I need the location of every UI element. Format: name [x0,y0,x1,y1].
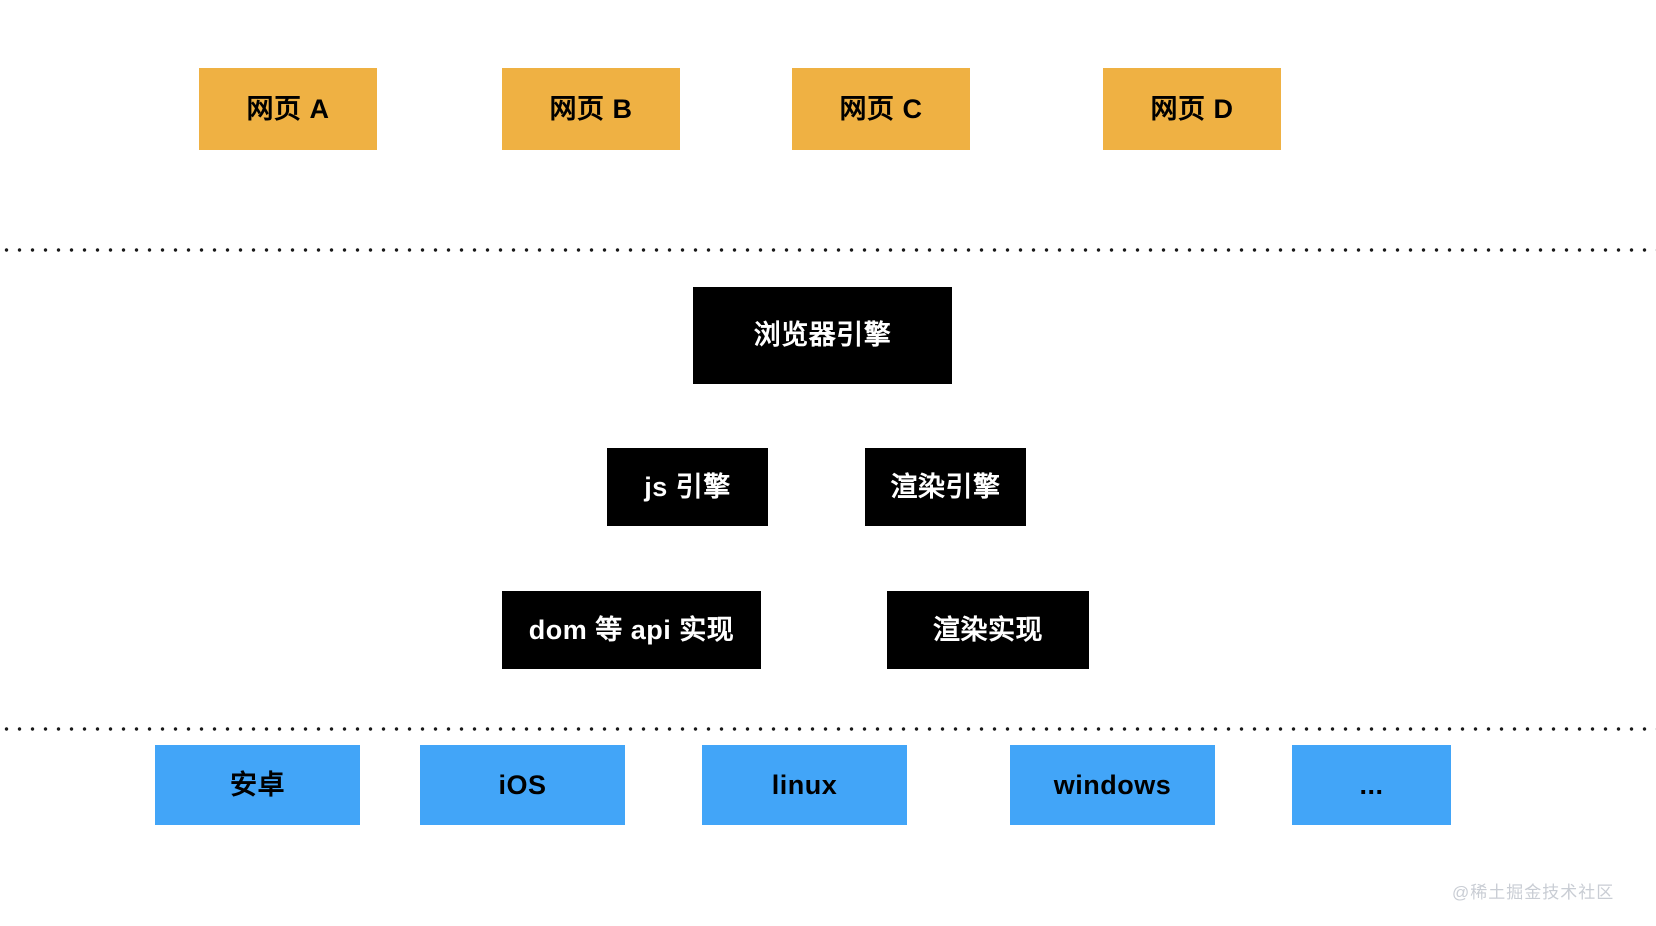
web-page-box-c: 网页 C [792,68,970,150]
render-engine-box: 渲染引擎 [865,448,1026,526]
os-label-ios: iOS [498,769,547,800]
top-divider [0,248,1656,252]
watermark: @稀土掘金技术社区 [1452,883,1615,902]
web-page-label-a: 网页 A [246,93,330,124]
os-label-windows: windows [1053,769,1172,800]
os-box-windows: windows [1010,745,1215,825]
os-label-android: 安卓 [230,769,285,800]
bottom-divider [0,727,1656,731]
web-page-label-b: 网页 B [549,93,633,124]
js-engine-label: js 引擎 [644,471,731,502]
js-engine-box: js 引擎 [607,448,768,526]
os-box-linux: linux [702,745,907,825]
browser-engine-label: 浏览器引擎 [753,320,892,350]
web-page-box-b: 网页 B [502,68,680,150]
os-box-ios: iOS [420,745,625,825]
os-box-android: 安卓 [155,745,360,825]
os-label-more: ... [1359,769,1384,800]
web-page-box-d: 网页 D [1103,68,1281,150]
browser-engine-box: 浏览器引擎 [693,287,952,384]
os-label-linux: linux [771,769,838,800]
render-impl-box: 渲染实现 [887,591,1089,669]
render-impl-label: 渲染实现 [933,614,1043,645]
os-box-more: ... [1292,745,1451,825]
web-page-label-d: 网页 D [1150,93,1234,124]
web-page-label-c: 网页 C [839,93,923,124]
dom-api-impl-box: dom 等 api 实现 [502,591,761,669]
web-page-box-a: 网页 A [199,68,377,150]
render-engine-label: 渲染引擎 [890,471,1001,502]
dom-api-impl-label: dom 等 api 实现 [528,614,735,645]
